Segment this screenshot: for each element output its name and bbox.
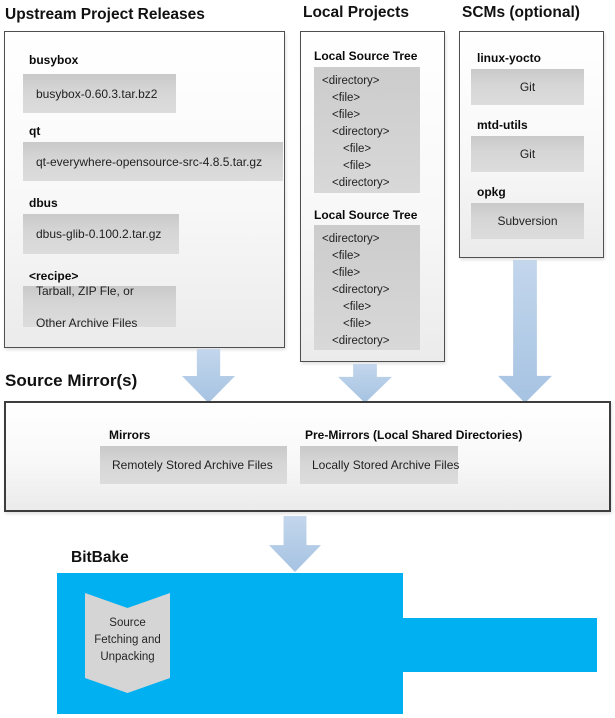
- archive-filename: qt-everywhere-opensource-src-4.8.5.tar.g…: [36, 154, 263, 169]
- tree-line: <file>: [332, 267, 361, 279]
- premirrors-label: Pre-Mirrors (Local Shared Directories): [305, 428, 523, 442]
- mirrors-label: Mirrors: [109, 428, 151, 442]
- scms-heading: SCMs (optional): [462, 4, 580, 21]
- premirrors-archive-box: Locally Stored Archive Files: [300, 446, 460, 484]
- upstream-item-dbus-label: dbus: [29, 196, 58, 210]
- upstream-item-qt-label: qt: [29, 124, 41, 138]
- upstream-item-busybox-label: busybox: [29, 53, 79, 67]
- local-source-tree-label-1: Local Source Tree: [314, 49, 418, 63]
- scms-panel: linux-yocto Git mtd-utils Git opkg Subve…: [459, 31, 604, 258]
- tree-line: <file>: [332, 92, 361, 104]
- upstream-item-dbus-archive: dbus-glib-0.100.2.tar.gz: [23, 214, 179, 254]
- local-projects-panel: Local Source Tree <directory> <file> <fi…: [300, 31, 445, 362]
- arrow-mirrors-to-bitbake: [269, 516, 321, 572]
- process-line2: Fetching and: [94, 634, 161, 646]
- upstream-heading: Upstream Project Releases: [5, 6, 205, 23]
- scm-item-linux-yocto-type: Git: [471, 69, 584, 105]
- scm-item-mtd-utils-label: mtd-utils: [477, 118, 528, 132]
- source-mirrors-panel: Mirrors Remotely Stored Archive Files Pr…: [4, 401, 611, 512]
- local-source-tree-2: <directory> <file> <file> <directory> <f…: [314, 225, 420, 350]
- tree-line: <directory>: [322, 233, 380, 245]
- tree-line: <file>: [343, 301, 372, 313]
- scm-item-opkg-label: opkg: [477, 185, 506, 199]
- tree-line: <directory>: [332, 335, 390, 347]
- scm-item-linux-yocto-label: linux-yocto: [477, 51, 542, 65]
- source-mirrors-heading: Source Mirror(s): [5, 371, 138, 390]
- process-line1: Source: [109, 617, 146, 629]
- archive-description-line2: Other Archive Files: [36, 315, 138, 330]
- tree-line: <file>: [343, 318, 372, 330]
- tree-line: <file>: [343, 143, 372, 155]
- source-fetching-shape: Source Fetching and Unpacking: [85, 593, 170, 693]
- tree-line: <file>: [332, 109, 361, 121]
- scm-type: Subversion: [497, 214, 558, 228]
- bitbake-output-arm: [403, 618, 597, 672]
- archive-description-line1: Tarball, ZIP Fle, or: [36, 283, 134, 298]
- archive-filename: dbus-glib-0.100.2.tar.gz: [36, 227, 162, 241]
- upstream-item-recipe-archive: Tarball, ZIP Fle, or Other Archive Files: [23, 284, 176, 330]
- bitbake-heading: BitBake: [71, 549, 129, 566]
- upstream-item-busybox-archive: busybox-0.60.3.tar.bz2: [23, 74, 176, 113]
- mirrors-archive-text: Remotely Stored Archive Files: [112, 458, 273, 472]
- upstream-item-recipe-label: <recipe>: [29, 269, 79, 283]
- upstream-panel: busybox busybox-0.60.3.tar.bz2 qt qt-eve…: [4, 31, 285, 348]
- scm-item-mtd-utils-type: Git: [471, 136, 584, 172]
- upstream-item-qt-archive: qt-everywhere-opensource-src-4.8.5.tar.g…: [23, 142, 283, 181]
- local-projects-heading: Local Projects: [303, 4, 409, 21]
- local-source-tree-1: <directory> <file> <file> <directory> <f…: [314, 67, 420, 193]
- tree-line: <file>: [343, 160, 372, 172]
- premirrors-archive-text: Locally Stored Archive Files: [312, 458, 460, 472]
- scm-type: Git: [519, 147, 536, 161]
- arrow-local-to-mirrors: [338, 364, 392, 403]
- arrow-upstream-to-mirrors: [182, 349, 235, 403]
- tree-line: <directory>: [322, 75, 380, 87]
- arrow-scms-to-mirrors: [498, 260, 552, 403]
- scm-item-opkg-type: Subversion: [471, 203, 584, 239]
- process-line3: Unpacking: [100, 651, 155, 663]
- archive-description: Tarball, ZIP Fle, or Other Archive Files: [36, 283, 137, 331]
- archive-filename: busybox-0.60.3.tar.bz2: [36, 86, 158, 101]
- tree-line: <directory>: [332, 177, 390, 189]
- scm-type: Git: [519, 80, 536, 94]
- tree-line: <file>: [332, 250, 361, 262]
- mirrors-archive-box: Remotely Stored Archive Files: [100, 446, 287, 484]
- tree-line: <directory>: [332, 284, 390, 296]
- local-source-tree-label-2: Local Source Tree: [314, 208, 418, 222]
- tree-line: <directory>: [332, 126, 390, 138]
